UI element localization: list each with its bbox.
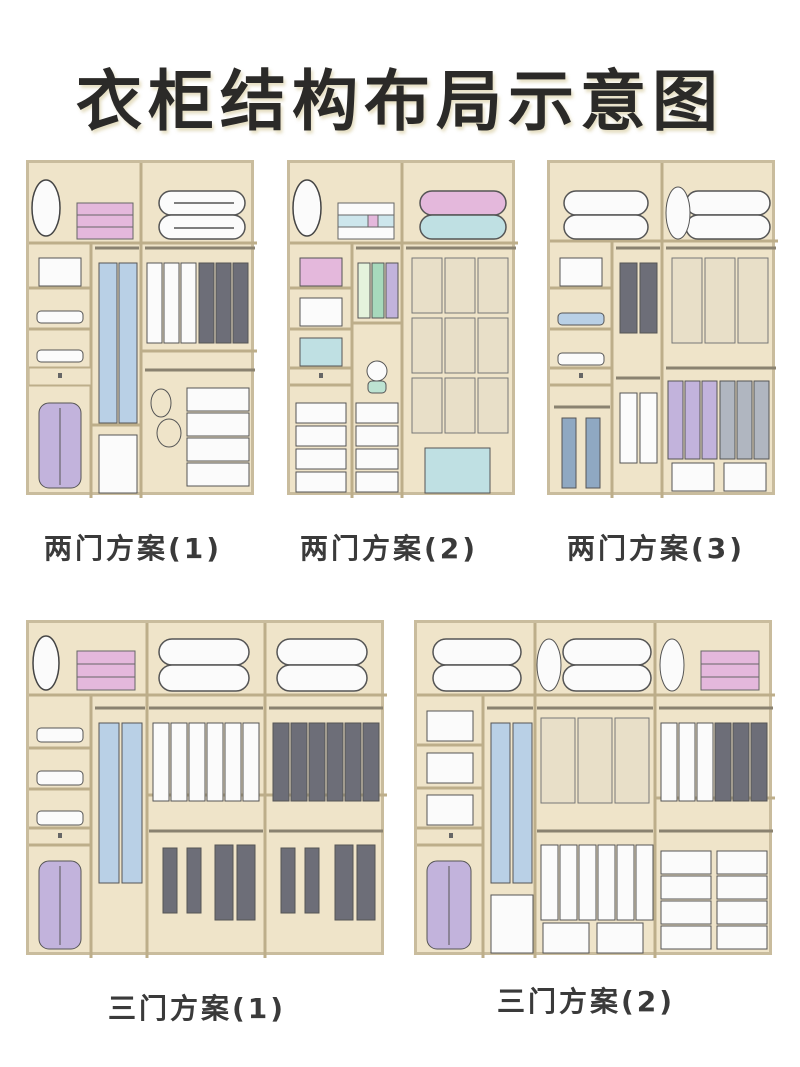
quilt-icon xyxy=(158,638,368,692)
storage-box-icon xyxy=(542,922,644,954)
shoe-organizer-icon xyxy=(411,257,509,434)
shirt-icon xyxy=(619,392,658,464)
jacket-icon xyxy=(272,722,380,802)
drawer-unit-icon xyxy=(660,850,768,950)
storage-box-icon xyxy=(559,257,603,287)
shirt-icon xyxy=(146,262,249,344)
quilt-icon xyxy=(158,190,246,240)
quilt-icon xyxy=(432,638,652,692)
hanging-organizer-icon xyxy=(540,717,650,804)
long-coat-icon xyxy=(98,262,138,424)
suitcase-icon xyxy=(38,860,82,950)
drawer-unit-icon xyxy=(186,387,250,487)
trousers-icon xyxy=(162,847,320,914)
shirt-icon xyxy=(540,844,654,921)
caption-two-door-2: 两门方案(2) xyxy=(300,532,479,565)
teal-box-icon xyxy=(424,447,491,494)
wardrobe-two-door-2 xyxy=(287,160,518,498)
pink-box-icon xyxy=(299,257,343,287)
shirt-icon xyxy=(667,380,770,460)
pink-stack-icon xyxy=(700,650,760,691)
pillow-icon xyxy=(665,186,691,240)
caption-three-door-2: 三门方案(2) xyxy=(497,985,676,1018)
caption-two-door-1: 两门方案(1) xyxy=(44,532,223,565)
folded-shirts-icon xyxy=(36,727,84,826)
jacket-icon xyxy=(214,844,376,921)
pillow-icon xyxy=(659,638,685,692)
page-title: 衣柜结构布局示意图 xyxy=(76,63,724,140)
quilt-icon xyxy=(563,190,771,240)
wardrobe-two-door-3 xyxy=(547,160,778,498)
long-coat-icon xyxy=(490,722,533,884)
shirt-icon xyxy=(152,722,260,802)
wardrobe-three-door-1 xyxy=(26,620,387,958)
storage-box-icon xyxy=(38,257,82,287)
storage-box-icon xyxy=(671,462,767,492)
hanging-bag-icon xyxy=(150,388,182,448)
caption-three-door-1: 三门方案(1) xyxy=(108,992,287,1025)
folded-shirts-icon xyxy=(36,310,84,363)
plaid-stack-icon xyxy=(337,202,395,240)
pink-stack-icon xyxy=(76,202,134,240)
storage-box-icon xyxy=(426,710,474,826)
wardrobe-two-door-1 xyxy=(26,160,257,498)
white-box-icon xyxy=(299,297,343,327)
wardrobe-three-door-2 xyxy=(414,620,775,958)
suitcase-icon xyxy=(38,402,82,489)
suitcase-icon xyxy=(426,860,472,950)
teal-box-icon xyxy=(299,337,343,367)
mirror-icon xyxy=(292,179,322,237)
folded-shirts-icon xyxy=(557,312,605,326)
long-coat-icon xyxy=(98,722,143,884)
pink-stack-icon xyxy=(76,650,136,691)
quilt-icon xyxy=(419,190,507,240)
bear-toy-icon xyxy=(366,360,388,394)
shirt-icon xyxy=(660,722,768,802)
storage-box-icon xyxy=(490,894,534,954)
caption-two-door-3: 两门方案(3) xyxy=(567,532,746,565)
mirror-icon xyxy=(32,635,60,691)
hanging-organizer-icon xyxy=(671,257,769,344)
mirror-icon xyxy=(31,179,61,237)
pillow-icon xyxy=(536,638,562,692)
trousers-icon xyxy=(561,417,601,489)
jacket-icon xyxy=(619,262,658,334)
shirt-icon xyxy=(357,262,399,319)
drawer-unit-icon xyxy=(295,402,399,493)
